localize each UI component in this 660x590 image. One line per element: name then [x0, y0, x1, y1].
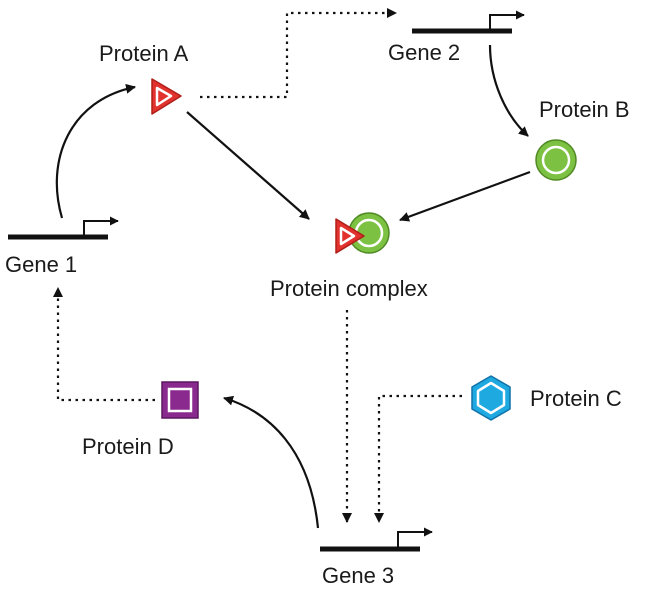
protein-d-label: Protein D — [82, 434, 174, 459]
dotted-arrow-protein-d-to-gene1 — [53, 287, 155, 402]
square-icon — [161, 381, 199, 419]
protein-a-label: Protein A — [99, 41, 189, 66]
protein-b-label: Protein B — [539, 97, 630, 122]
promoter-arrow-icon — [489, 10, 525, 31]
dotted-arrow-protein-a-to-gene2 — [200, 8, 397, 99]
protein-d: Protein D — [82, 381, 199, 459]
gene-2-label: Gene 2 — [388, 40, 460, 65]
protein-complex-label: Protein complex — [270, 276, 428, 301]
gene-1-label: Gene 1 — [5, 252, 77, 277]
arrow-gene2-to-protein-b — [488, 44, 529, 137]
arrow-protein-b-to-complex — [399, 170, 531, 222]
protein-c: Protein C — [471, 375, 622, 421]
promoter-arrow-icon — [397, 527, 433, 549]
triangle-icon — [335, 218, 365, 254]
protein-c-label: Protein C — [530, 386, 622, 411]
dotted-arrow-protein-c-to-gene3 — [374, 394, 462, 523]
hexagon-icon — [471, 375, 511, 421]
protein-complex: Protein complex — [270, 212, 428, 301]
protein-a: Protein A — [99, 41, 189, 115]
arrow-gene3-to-protein-d — [223, 395, 320, 529]
triangle-icon — [151, 78, 182, 115]
promoter-arrow-icon — [83, 216, 119, 237]
gene-3: Gene 3 — [320, 527, 433, 588]
gene-3-label: Gene 3 — [322, 563, 394, 588]
arrow-gene1-to-protein-a — [55, 83, 136, 219]
arrow-protein-a-to-complex — [186, 111, 310, 220]
gene-1: Gene 1 — [5, 216, 119, 277]
gene-2: Gene 2 — [388, 10, 525, 65]
protein-b: Protein B — [535, 97, 630, 181]
